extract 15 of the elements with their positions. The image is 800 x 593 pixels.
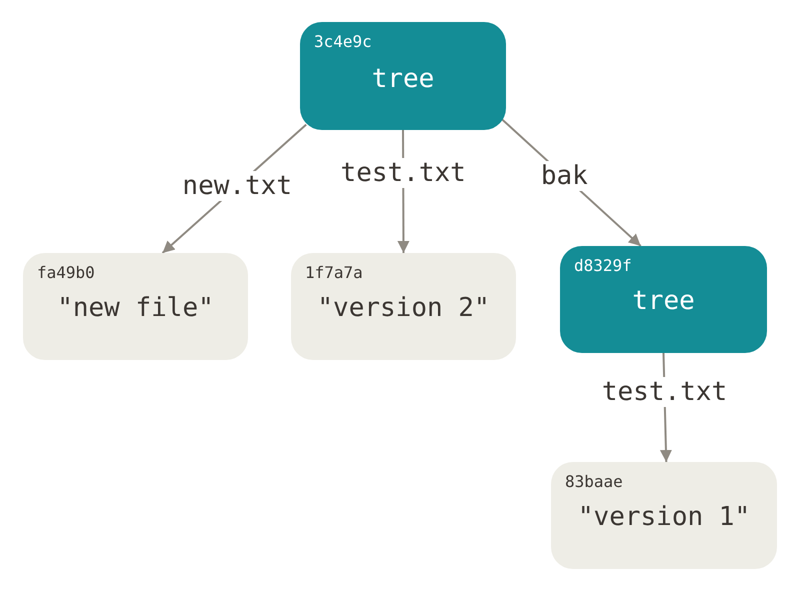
blob-box [291, 253, 516, 360]
hash-label: 3c4e9c [314, 32, 372, 51]
tree-box [300, 22, 506, 130]
hash-label: 83baae [565, 472, 623, 491]
tree-box [560, 246, 767, 353]
content-label: "version 1" [578, 502, 750, 532]
hash-label: d8329f [574, 256, 632, 275]
content-label: tree [372, 64, 434, 94]
content-label: "new file" [57, 293, 214, 323]
hash-label: fa49b0 [37, 263, 95, 282]
blob-box [23, 253, 248, 360]
hash-label: 1f7a7a [305, 263, 363, 282]
content-label: "version 2" [317, 293, 490, 323]
content-label: tree [632, 286, 695, 316]
blob-box [551, 462, 777, 569]
